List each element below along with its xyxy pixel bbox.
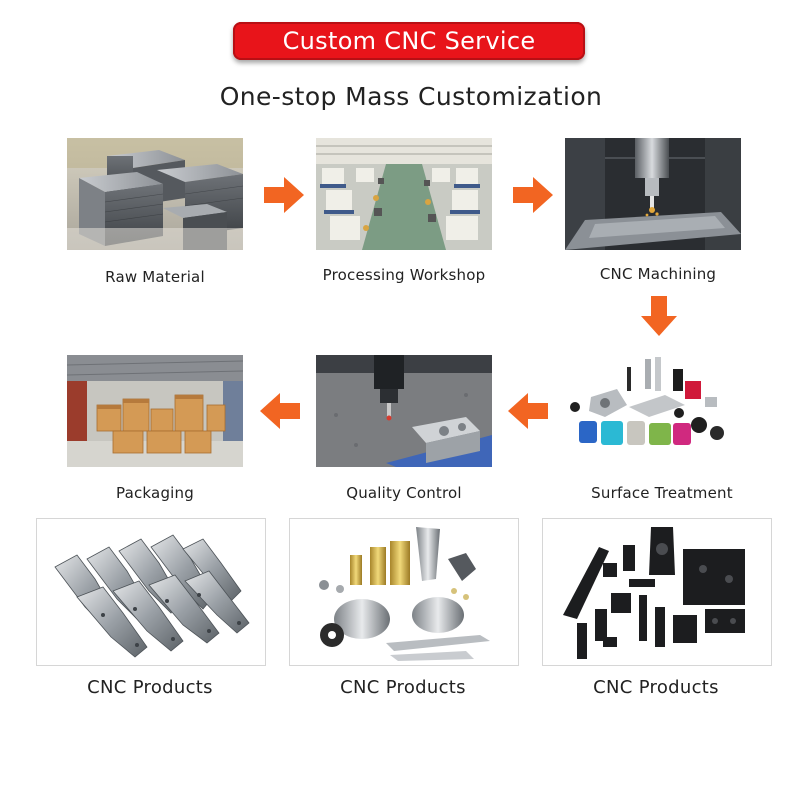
step-label-surface-treatment: Surface Treatment — [591, 484, 733, 502]
arrow-down-icon — [637, 294, 681, 338]
product-label-2: CNC Products — [340, 677, 466, 698]
step-label-processing-workshop: Processing Workshop — [322, 266, 486, 284]
step-label-cnc-machining: CNC Machining — [599, 265, 717, 283]
arrow-left-icon — [258, 389, 302, 433]
product-photo-mixed-parts — [289, 518, 519, 666]
product-photo-brackets — [36, 518, 266, 666]
cnc-machining-photo — [565, 138, 741, 250]
surface-treatment-photo — [565, 355, 741, 467]
packaging-photo — [67, 355, 243, 467]
arrow-left-icon — [506, 389, 550, 433]
arrow-right-icon — [511, 173, 555, 217]
step-label-quality-control: Quality Control — [346, 484, 462, 502]
product-label-1: CNC Products — [87, 677, 213, 698]
product-label-3: CNC Products — [593, 677, 719, 698]
banner-title: Custom CNC Service — [282, 27, 536, 55]
step-label-packaging: Packaging — [116, 484, 194, 502]
arrow-right-icon — [262, 173, 306, 217]
raw-material-photo — [67, 138, 243, 250]
step-label-raw-material: Raw Material — [105, 268, 205, 286]
title-banner: Custom CNC Service — [233, 22, 585, 60]
page-subtitle: One-stop Mass Customization — [219, 82, 603, 111]
product-photo-black-parts — [542, 518, 772, 666]
processing-workshop-photo — [316, 138, 492, 250]
quality-control-photo — [316, 355, 492, 467]
